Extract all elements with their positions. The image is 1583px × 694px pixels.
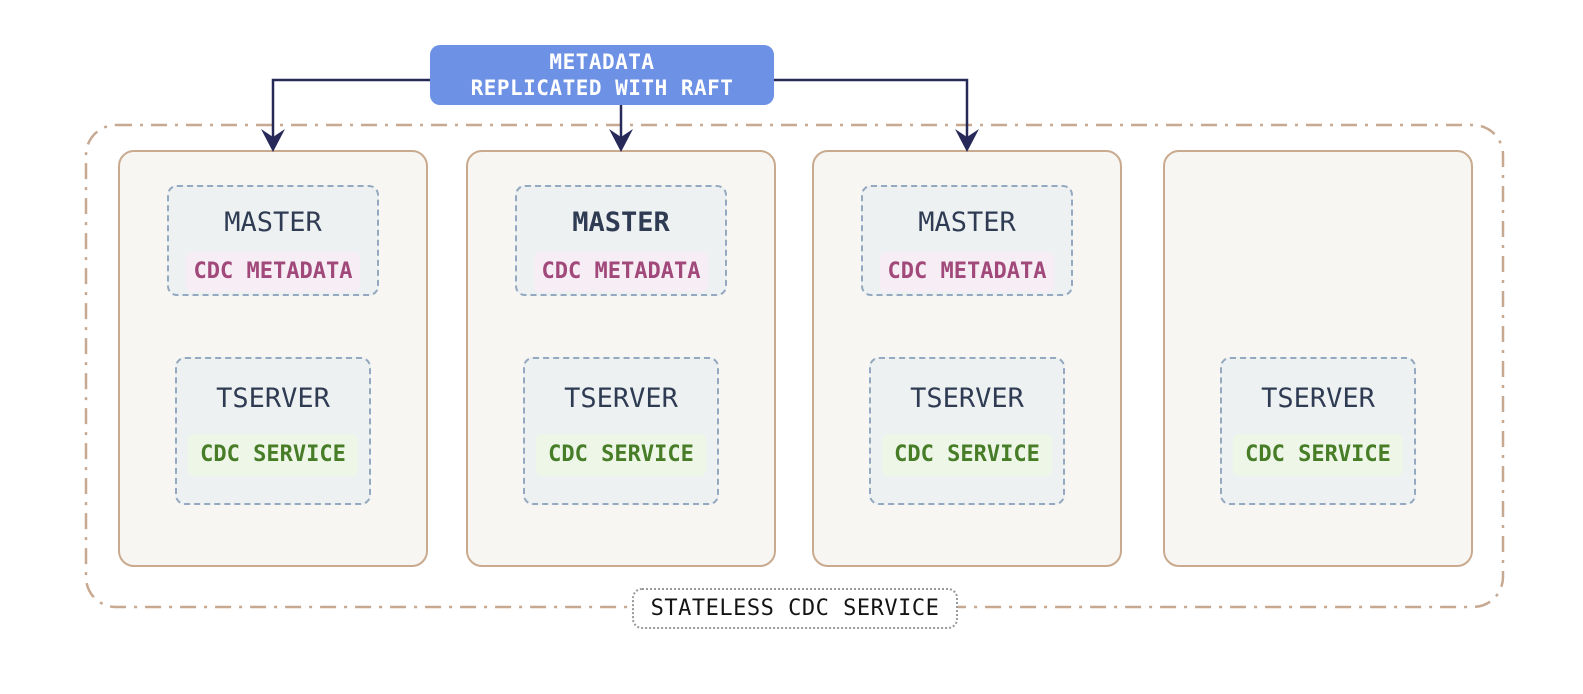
node-2-master-box: MASTER CDC METADATA xyxy=(515,185,727,296)
master-title: MASTER xyxy=(918,207,1016,238)
node-4: TSERVER CDC SERVICE xyxy=(1163,150,1473,567)
cdc-service-badge: CDC SERVICE xyxy=(882,434,1052,476)
connector-left xyxy=(271,78,430,144)
master-title: MASTER xyxy=(572,207,670,238)
stateless-cdc-service-label: STATELESS CDC SERVICE xyxy=(632,588,958,629)
cdc-metadata-badge: CDC METADATA xyxy=(533,252,709,292)
arrowhead-left-icon xyxy=(261,129,285,152)
node-3-master-box: MASTER CDC METADATA xyxy=(861,185,1073,296)
connector-right xyxy=(774,78,969,144)
tserver-title: TSERVER xyxy=(910,383,1024,414)
cdc-service-badge: CDC SERVICE xyxy=(536,434,706,476)
tserver-title: TSERVER xyxy=(216,383,330,414)
cdc-service-badge: CDC SERVICE xyxy=(188,434,358,476)
node-4-tserver-box: TSERVER CDC SERVICE xyxy=(1220,357,1416,505)
banner-line-2: REPLICATED WITH RAFT xyxy=(470,76,734,100)
cdc-service-badge: CDC SERVICE xyxy=(1233,434,1403,476)
metadata-raft-banner: METADATA REPLICATED WITH RAFT xyxy=(430,45,774,105)
node-3-tserver-box: TSERVER CDC SERVICE xyxy=(869,357,1065,505)
node-1-tserver-box: TSERVER CDC SERVICE xyxy=(175,357,371,505)
tserver-title: TSERVER xyxy=(1261,383,1375,414)
banner-line-1: METADATA xyxy=(549,50,655,74)
master-title: MASTER xyxy=(224,207,322,238)
node-3: MASTER CDC METADATA TSERVER CDC SERVICE xyxy=(812,150,1122,567)
node-1-master-box: MASTER CDC METADATA xyxy=(167,185,379,296)
tserver-title: TSERVER xyxy=(564,383,678,414)
arrowhead-center-icon xyxy=(609,129,633,152)
node-1: MASTER CDC METADATA TSERVER CDC SERVICE xyxy=(118,150,428,567)
node-2-tserver-box: TSERVER CDC SERVICE xyxy=(523,357,719,505)
cdc-metadata-badge: CDC METADATA xyxy=(879,252,1055,292)
cdc-metadata-badge: CDC METADATA xyxy=(185,252,361,292)
node-2: MASTER CDC METADATA TSERVER CDC SERVICE xyxy=(466,150,776,567)
arrowhead-right-icon xyxy=(955,129,979,152)
